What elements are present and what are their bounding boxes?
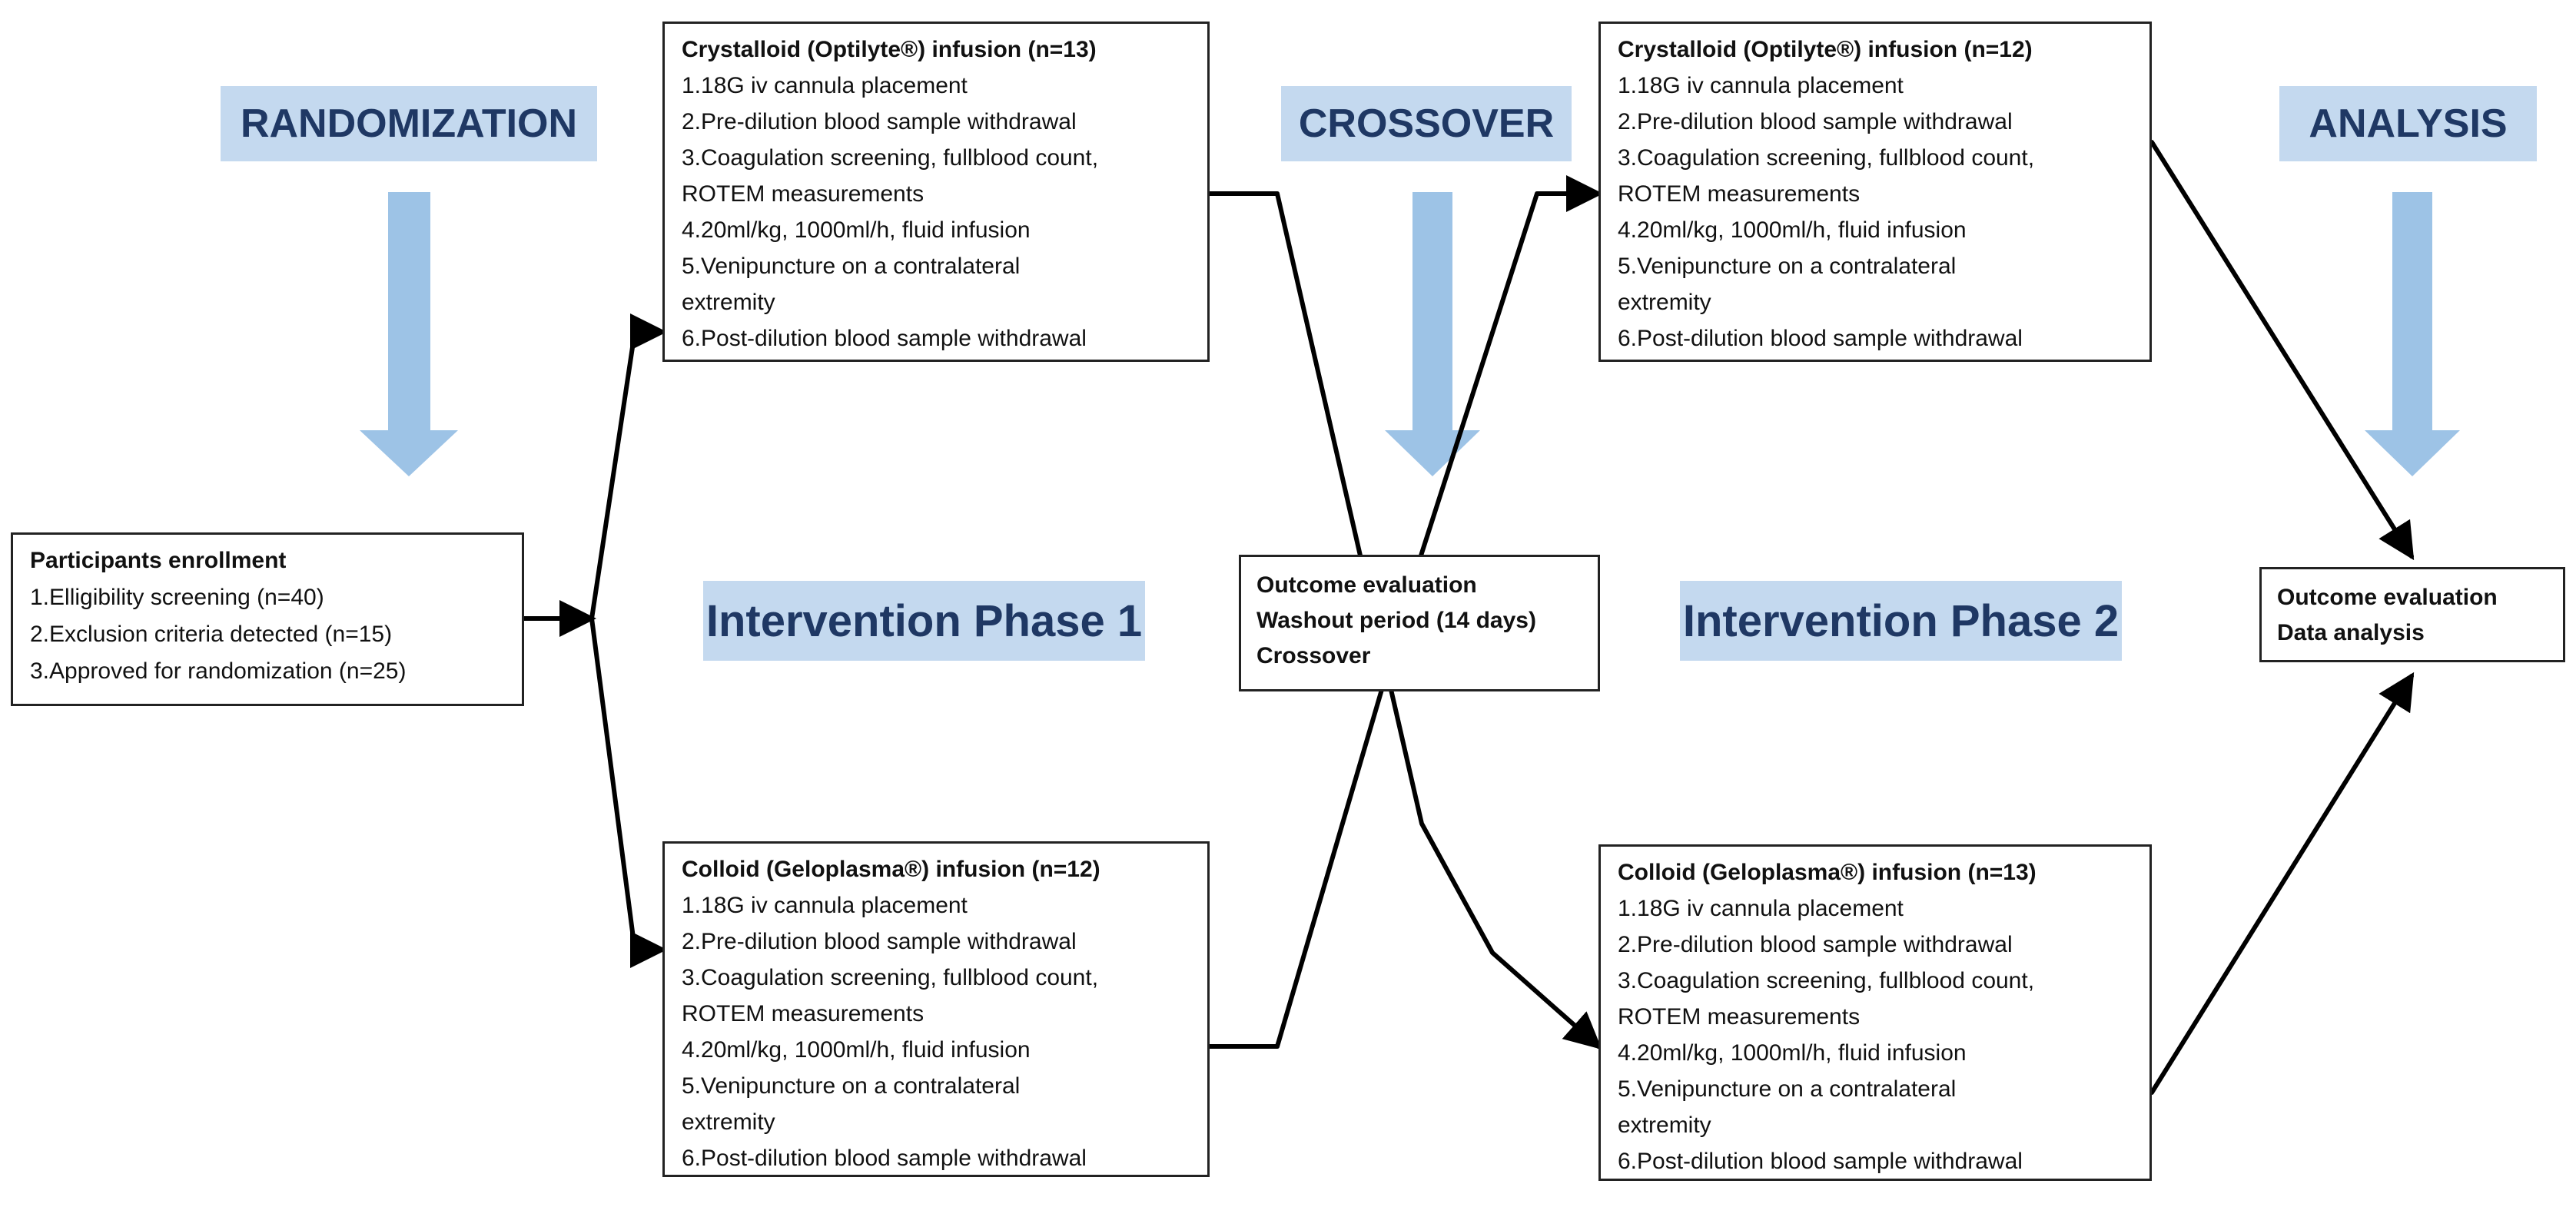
analysis-down-arrow	[2365, 192, 2460, 476]
step-item: 3.Coagulation screening, fullblood count…	[682, 965, 1099, 990]
step-item: 1.18G iv cannula placement	[682, 893, 968, 918]
phase2-colloid-title: Colloid (Geloplasma®) infusion (n=13)	[1618, 860, 2037, 885]
phase2-crystalloid-title: Crystalloid (Optilyte®) infusion (n=12)	[1618, 37, 2033, 62]
randomization-label: RANDOMIZATION	[221, 86, 597, 161]
step-item: 1.18G iv cannula placement	[1618, 73, 1904, 98]
step-item: 5.Venipuncture on a contralateral	[1618, 1076, 1957, 1102]
step-item: ROTEM measurements	[682, 181, 925, 207]
step-item: extremity	[1618, 290, 1711, 315]
enrollment-item: 2.Exclusion criteria detected (n=15)	[30, 622, 393, 647]
intervention-phase1-label: Intervention Phase 1	[703, 581, 1145, 661]
step-item: 2.Pre-dilution blood sample withdrawal	[682, 929, 1077, 954]
phase1-crystalloid-title: Crystalloid (Optilyte®) infusion (n=13)	[682, 37, 1097, 62]
connector-phase1-top-down	[1207, 191, 1602, 1050]
connector-to-phase1-top	[589, 313, 667, 621]
enrollment-box: Participants enrollment 1.Elligibility s…	[11, 532, 524, 706]
phase2-colloid-box: Colloid (Geloplasma®) infusion (n=13) 1.…	[1598, 844, 2152, 1181]
enrollment-item: 1.Elligibility screening (n=40)	[30, 585, 324, 610]
connector-to-phase1-bottom	[589, 616, 667, 968]
crossover-label: CROSSOVER	[1281, 86, 1572, 161]
phase1-crystalloid-box: Crystalloid (Optilyte®) infusion (n=13) …	[662, 22, 1210, 362]
step-item: 5.Venipuncture on a contralateral	[682, 1073, 1021, 1099]
step-item: 4.20ml/kg, 1000ml/h, fluid infusion	[1618, 1040, 1967, 1066]
step-item: 6.Post-dilution blood sample withdrawal	[682, 1146, 1087, 1171]
step-item: 4.20ml/kg, 1000ml/h, fluid infusion	[1618, 217, 1967, 243]
step-item: 3.Coagulation screening, fullblood count…	[1618, 968, 2035, 993]
step-item: extremity	[682, 290, 775, 315]
step-item: extremity	[1618, 1113, 1711, 1138]
step-item: ROTEM measurements	[1618, 1004, 1861, 1030]
final-analysis-box: Outcome evaluation Data analysis	[2259, 567, 2565, 662]
phase2-crystalloid-box: Crystalloid (Optilyte®) infusion (n=12) …	[1598, 22, 2152, 362]
crossover-line: Outcome evaluation	[1256, 572, 1477, 598]
step-item: 3.Coagulation screening, fullblood count…	[682, 145, 1099, 171]
enrollment-item: 3.Approved for randomization (n=25)	[30, 658, 407, 684]
step-item: 6.Post-dilution blood sample withdrawal	[682, 326, 1087, 351]
step-item: 2.Pre-dilution blood sample withdrawal	[1618, 109, 2013, 134]
step-item: 5.Venipuncture on a contralateral	[1618, 254, 1957, 279]
step-item: 1.18G iv cannula placement	[1618, 896, 1904, 921]
phase1-colloid-box: Colloid (Geloplasma®) infusion (n=12) 1.…	[662, 841, 1210, 1177]
final-line: Data analysis	[2277, 620, 2425, 645]
connector-phase2-top-final	[2149, 140, 2415, 561]
connector-phase1-bottom-up	[1207, 175, 1603, 1049]
step-item: 5.Venipuncture on a contralateral	[682, 254, 1021, 279]
randomization-down-arrow	[360, 192, 458, 476]
crossover-down-arrow	[1385, 192, 1480, 476]
step-item: 4.20ml/kg, 1000ml/h, fluid infusion	[682, 217, 1031, 243]
step-item: 6.Post-dilution blood sample withdrawal	[1618, 1149, 2023, 1174]
connector-phase2-bottom-final	[2149, 672, 2415, 1095]
step-item: 1.18G iv cannula placement	[682, 73, 968, 98]
crossover-line: Washout period (14 days)	[1256, 608, 1536, 633]
step-item: 4.20ml/kg, 1000ml/h, fluid infusion	[682, 1037, 1031, 1063]
enrollment-title: Participants enrollment	[30, 548, 287, 573]
analysis-label: ANALYSIS	[2279, 86, 2537, 161]
step-item: 2.Pre-dilution blood sample withdrawal	[682, 109, 1077, 134]
step-item: ROTEM measurements	[1618, 181, 1861, 207]
crossover-box: Outcome evaluation Washout period (14 da…	[1239, 555, 1600, 691]
intervention-phase2-label: Intervention Phase 2	[1680, 581, 2122, 661]
step-item: 3.Coagulation screening, fullblood count…	[1618, 145, 2035, 171]
crossover-line: Crossover	[1256, 643, 1371, 668]
final-line: Outcome evaluation	[2277, 585, 2498, 610]
phase1-colloid-title: Colloid (Geloplasma®) infusion (n=12)	[682, 857, 1100, 882]
step-item: extremity	[682, 1109, 775, 1135]
step-item: 2.Pre-dilution blood sample withdrawal	[1618, 932, 2013, 957]
step-item: ROTEM measurements	[682, 1001, 925, 1026]
step-item: 6.Post-dilution blood sample withdrawal	[1618, 326, 2023, 351]
